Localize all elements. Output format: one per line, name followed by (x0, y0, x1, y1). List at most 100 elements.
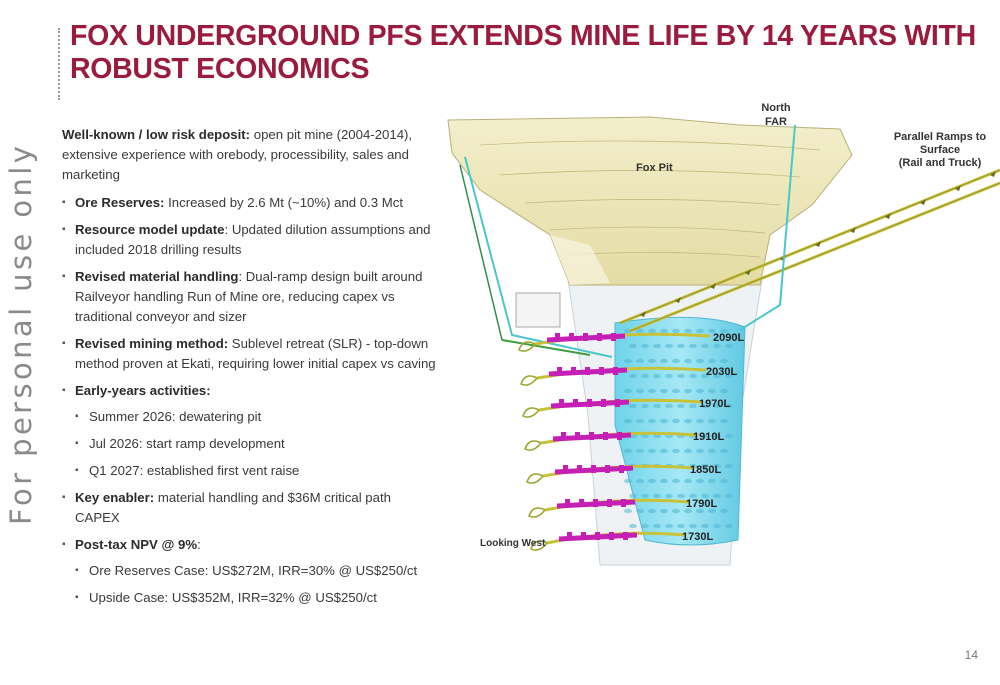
stope-block (555, 333, 560, 341)
bullet-text: : Dual-ramp design built around Railveyo… (75, 269, 423, 324)
bullet-bold: Post-tax NPV @ 9% (75, 537, 198, 552)
drift-loop (524, 440, 542, 451)
page-title: FOX UNDERGROUND PFS EXTENDS MINE LIFE BY… (70, 20, 976, 85)
ore-cell (725, 343, 733, 349)
ore-cell (624, 478, 632, 484)
ore-cell (672, 478, 680, 484)
bullet-bold: Early-years activities: (75, 383, 211, 398)
bullet-list: Ore Reserves: Increased by 2.6 Mt (~10%)… (62, 193, 437, 608)
ore-cell (689, 493, 697, 499)
ore-cell (713, 463, 721, 469)
ramps-label-line1: Parallel Ramps to (894, 131, 987, 143)
ore-cell (665, 373, 673, 379)
ore-cell (629, 403, 637, 409)
list-item: Post-tax NPV @ 9%: Ore Reserves Case: US… (62, 535, 437, 608)
level-labels: 2090L 2030L 1970L 1910L 1850L 1790L 1730… (682, 332, 744, 543)
ore-cell (708, 448, 716, 454)
level-label: 1850L (690, 464, 721, 476)
stope-block (617, 432, 622, 440)
ore-cell (713, 403, 721, 409)
stope-block (579, 499, 584, 507)
ore-cell (648, 388, 656, 394)
ore-cell (665, 493, 673, 499)
stope-block (595, 532, 600, 540)
bullet-text: : Updated dilution assumptions and inclu… (75, 222, 431, 257)
stope-block (557, 367, 562, 375)
ore-cell (653, 433, 661, 439)
ore-cell (684, 478, 692, 484)
ramp-marker (710, 283, 716, 289)
ore-cell (660, 418, 668, 424)
ramp-marker (990, 171, 996, 177)
ore-cell (713, 433, 721, 439)
ore-cell (653, 403, 661, 409)
ore-cell (684, 328, 692, 334)
ore-cell (672, 508, 680, 514)
stope-block (597, 333, 602, 341)
level-label: 1730L (682, 531, 713, 543)
ore-cell (636, 478, 644, 484)
list-item: Resource model update: Updated dilution … (62, 220, 437, 260)
ore-cell (677, 373, 685, 379)
ore-cell (624, 358, 632, 364)
ore-cell (708, 508, 716, 514)
looking-west-label: Looking West (480, 538, 546, 549)
ore-cell (713, 493, 721, 499)
sub-list-item: Jul 2026: start ramp development (75, 434, 437, 454)
ore-cell (720, 328, 728, 334)
stope-block (583, 333, 588, 341)
ore-cell (629, 523, 637, 529)
list-item: Revised mining method: Sublevel retreat … (62, 334, 437, 374)
stope-block (587, 399, 592, 407)
ramps-label-line3: (Rail and Truck) (899, 157, 982, 169)
ore-cell (636, 358, 644, 364)
ore-cell (708, 418, 716, 424)
stope-block (581, 532, 586, 540)
ore-cell (636, 448, 644, 454)
ore-cell (624, 418, 632, 424)
sub-list-item: Summer 2026: dewatering pit (75, 407, 437, 427)
ore-cell (672, 328, 680, 334)
ore-cell (708, 328, 716, 334)
ore-cell (701, 403, 709, 409)
ore-cell (684, 508, 692, 514)
ore-cell (684, 358, 692, 364)
ore-cell (725, 463, 733, 469)
ore-cell (713, 523, 721, 529)
ore-cell (629, 373, 637, 379)
sub-bullet-list: Ore Reserves Case: US$272M, IRR=30% @ US… (75, 561, 437, 608)
ramp-marker (885, 213, 891, 219)
ore-cell (624, 448, 632, 454)
level-label: 1970L (699, 398, 730, 410)
ore-cell (636, 328, 644, 334)
stope-block (577, 465, 582, 473)
ore-cell (660, 508, 668, 514)
ore-cell (720, 388, 728, 394)
ore-cell (641, 373, 649, 379)
content-column: Well-known / low risk deposit: open pit … (62, 125, 437, 615)
ramps-label-line2: Surface (920, 144, 960, 156)
ore-cell (665, 343, 673, 349)
level-drifts (518, 332, 711, 551)
intro-text: open pit mine (2004-2014), extensive exp… (62, 127, 413, 182)
ore-cell (696, 478, 704, 484)
stope-block (607, 499, 612, 507)
ore-cell (701, 343, 709, 349)
ore-cell (648, 508, 656, 514)
stope-block (615, 399, 620, 407)
stope-block (601, 399, 606, 407)
vent-lines (459, 124, 796, 358)
stope-block (575, 432, 580, 440)
stope-block (621, 499, 626, 507)
ramp-marker (920, 199, 926, 205)
ore-cell (701, 493, 709, 499)
list-item: Key enabler: material handling and $36M … (62, 488, 437, 528)
fox-pit-shape (447, 116, 853, 286)
page-number: 14 (964, 648, 978, 662)
ore-cell (677, 523, 685, 529)
ore-cell (696, 448, 704, 454)
stope-block (589, 432, 594, 440)
ore-cell (629, 343, 637, 349)
stope-block (613, 367, 618, 375)
stope-block (611, 333, 616, 341)
